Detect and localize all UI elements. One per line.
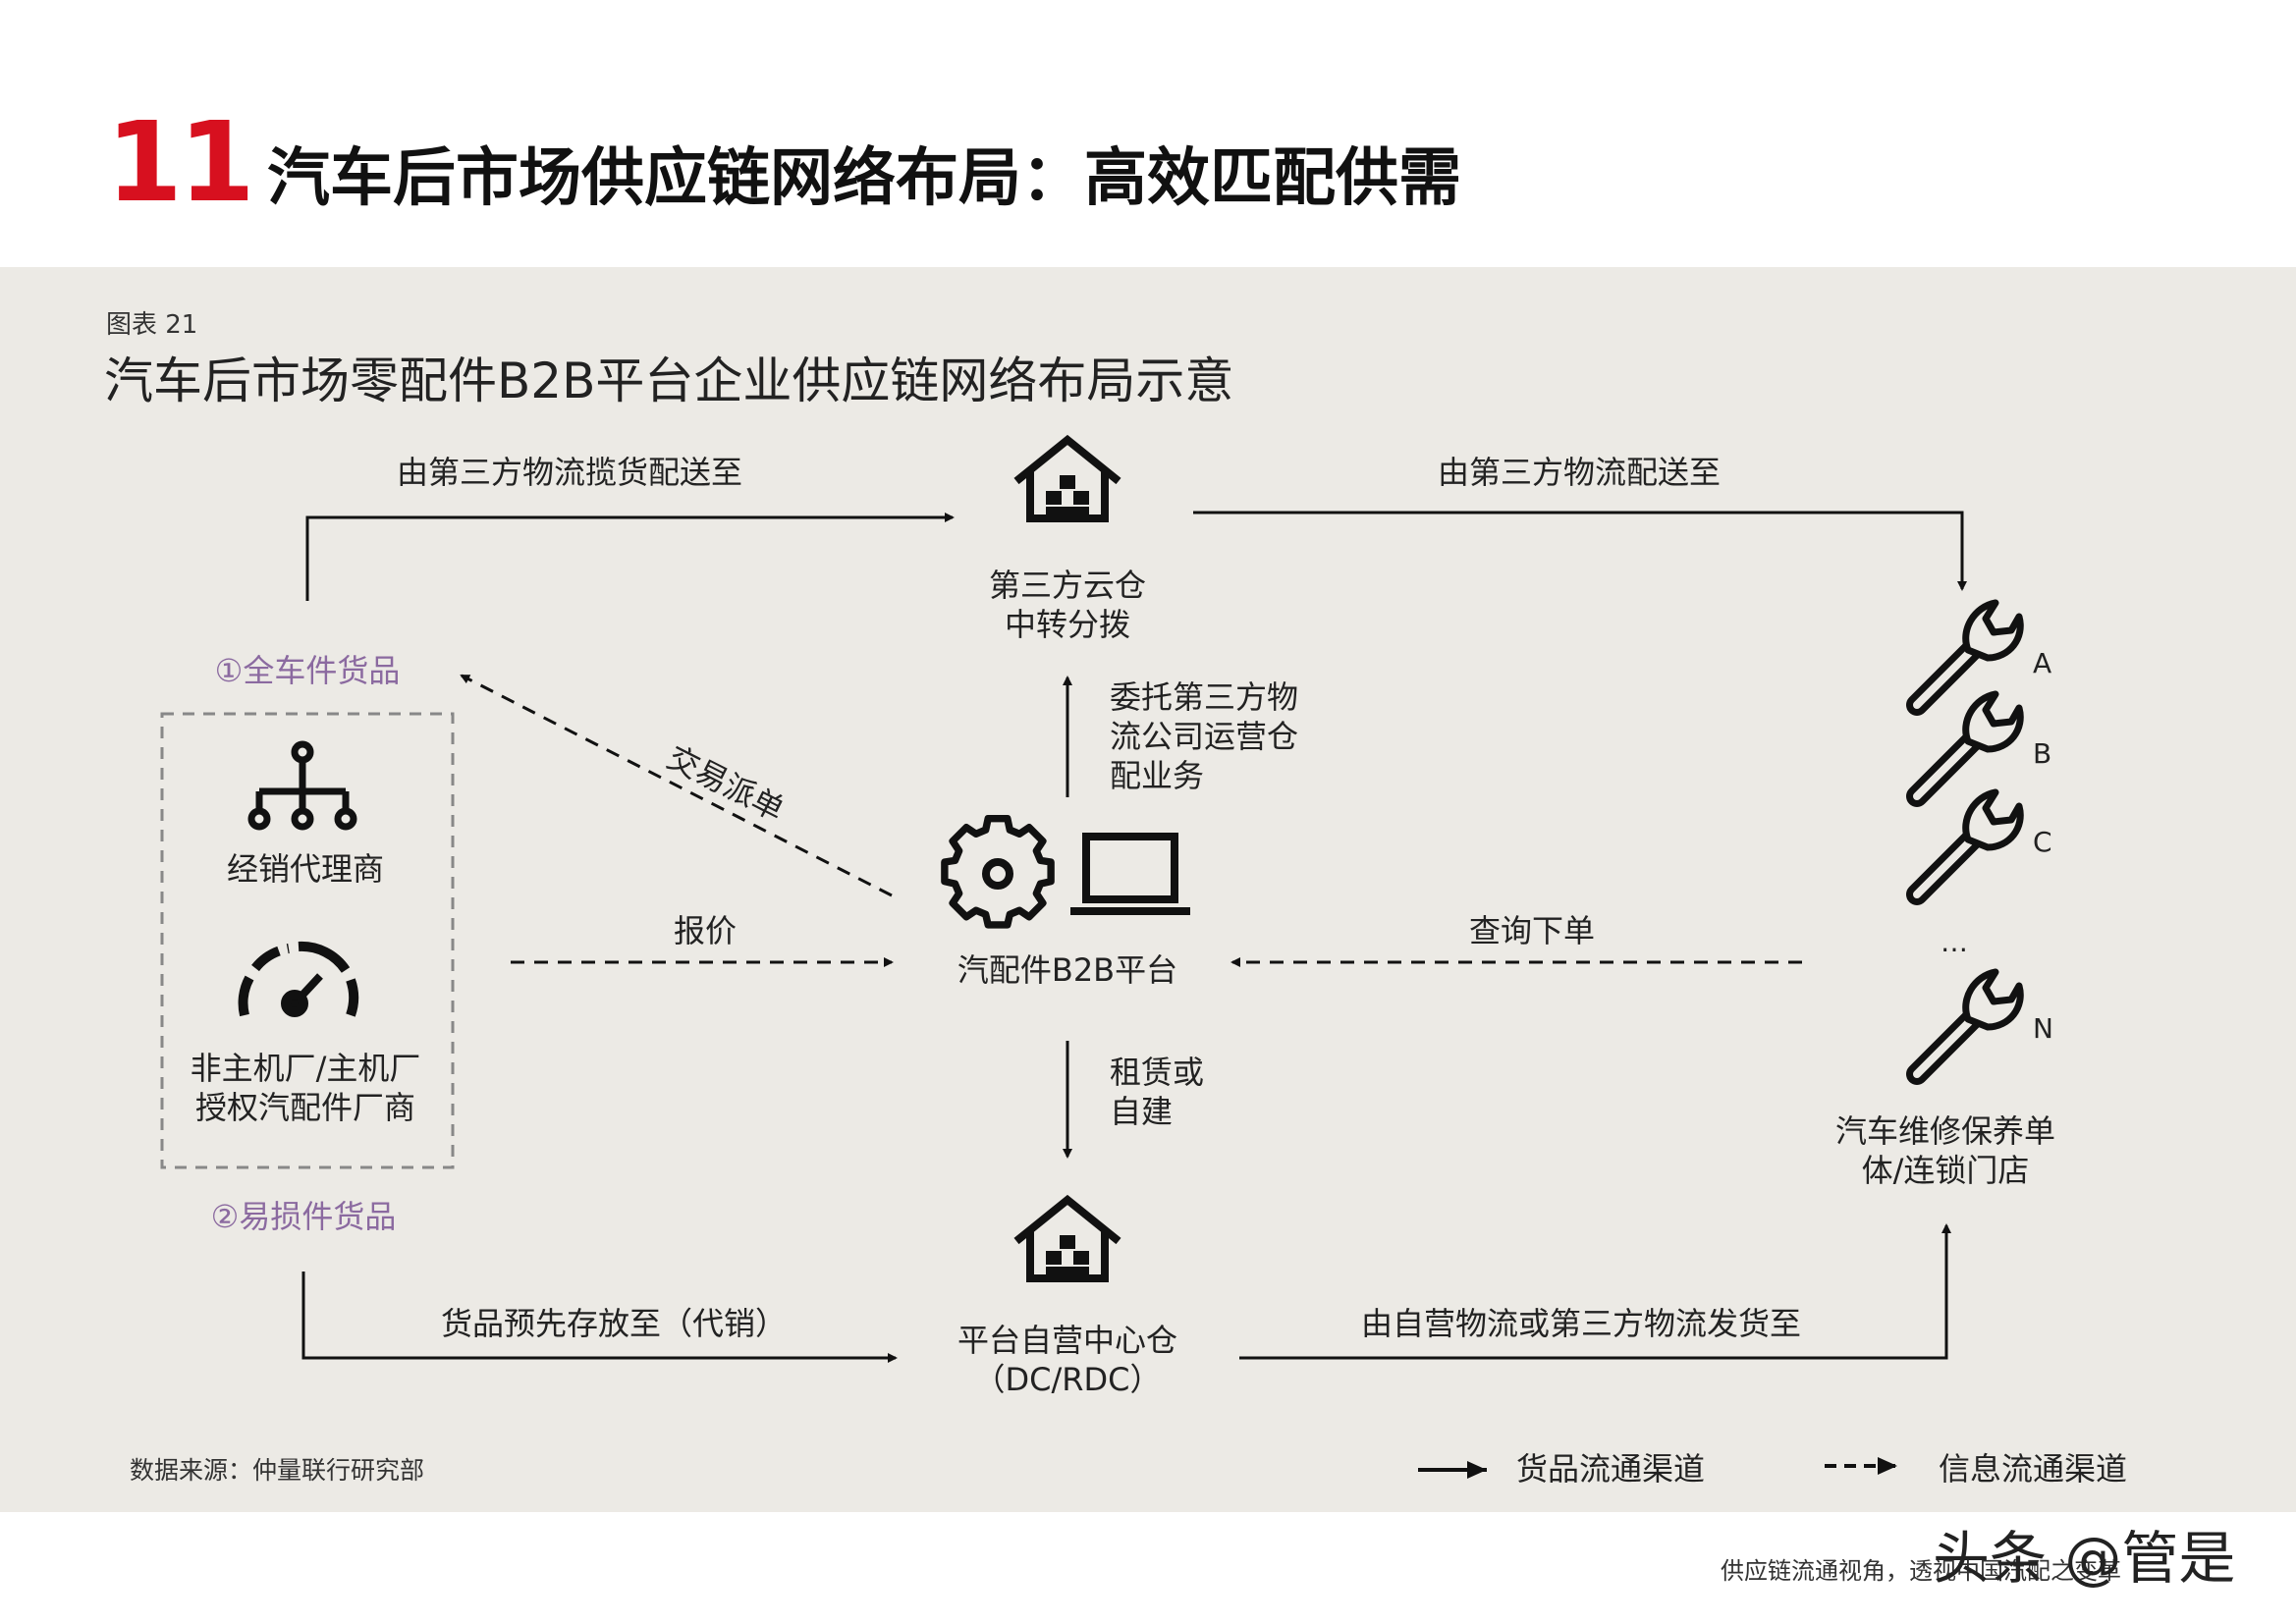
center-warehouse-label-1: 平台自营中心仓: [957, 1322, 1178, 1359]
figure-title: 汽车后市场零配件B2B平台企业供应链网络布局示意: [104, 352, 1234, 409]
center-warehouse-label-2: （DC/RDC）: [973, 1361, 1162, 1398]
edge-label-lease-1: 租赁或: [1110, 1054, 1205, 1091]
wrench-icon: [1917, 792, 2020, 894]
gear-icon: [941, 815, 1055, 929]
edge-label-presale: 货品预先存放至（代销）: [440, 1305, 788, 1342]
edge-label-entrust-3: 配业务: [1110, 757, 1205, 794]
page-title: 汽车后市场供应链网络布局：高效匹配供需: [267, 142, 1461, 215]
page-number: 11: [106, 99, 255, 227]
edge-label-pickup: 由第三方物流揽货配送至: [396, 454, 743, 491]
wrench-icon: [1917, 694, 2020, 796]
b2b-platform-label: 汽配件B2B平台: [957, 951, 1178, 989]
edge-label-entrust-2: 流公司运营仓: [1110, 718, 1299, 755]
repair-shop-label-2: 体/连锁门店: [1861, 1152, 2030, 1189]
goods-full-label: ①全车件货品: [214, 652, 401, 689]
org-tree-icon: [247, 740, 357, 831]
repair-label-n: N: [2033, 1012, 2053, 1045]
goods-wear-label: ②易损件货品: [210, 1198, 397, 1235]
oem-label-1: 非主机厂/主机厂: [190, 1050, 421, 1087]
repair-shop-label-1: 汽车维修保养单: [1834, 1112, 2056, 1150]
edge-label-ship: 由自营物流或第三方物流发货至: [1360, 1305, 1802, 1342]
edge-label-lease-2: 自建: [1110, 1093, 1174, 1130]
edge-presale: [301, 1272, 898, 1363]
gauge-icon: [238, 941, 359, 1017]
edge-pickup: [305, 513, 955, 601]
edge-cloud-to-repair: [1193, 511, 1967, 591]
repair-label-c: C: [2033, 826, 2052, 858]
edge-label-cloud-to-repair: 由第三方物流配送至: [1437, 454, 1722, 491]
oem-label-2: 授权汽配件厂商: [194, 1089, 416, 1126]
repair-label-b: B: [2033, 737, 2052, 770]
legend-info-label: 信息流通渠道: [1939, 1450, 2128, 1488]
repair-label-ellipsis: …: [1941, 926, 1968, 958]
figure-label: 图表 21: [106, 310, 198, 340]
center-warehouse-icon: [1016, 1200, 1119, 1278]
edge-trade-dispatch: [460, 674, 893, 897]
edge-label-quote: 报价: [673, 912, 738, 949]
watermark: 头条 @管是: [1933, 1525, 2236, 1592]
laptop-icon: [1070, 833, 1190, 915]
cloud-warehouse-icon: [1016, 440, 1119, 518]
data-source: 数据来源：仲量联行研究部: [130, 1456, 425, 1485]
wrench-icon: [1917, 972, 2020, 1074]
distributor-label: 经销代理商: [226, 850, 385, 888]
repair-label-a: A: [2033, 647, 2052, 679]
edge-label-query: 查询下单: [1468, 912, 1596, 949]
footer-caption: 供应链流通视角，透视中国汽配之变革: [1721, 1557, 2121, 1585]
wrench-icon: [1917, 603, 2020, 705]
cloud-warehouse-line-1: 第三方云仓 中转分拨: [988, 567, 1147, 643]
cloud-warehouse-label: 第三方云仓 中转分拨: [989, 566, 1146, 644]
legend-goods-label: 货品流通渠道: [1516, 1450, 1706, 1488]
edge-label-entrust-1: 委托第三方物: [1110, 678, 1299, 716]
edge-ship: [1239, 1223, 1951, 1360]
supplier-box: [160, 712, 455, 1169]
